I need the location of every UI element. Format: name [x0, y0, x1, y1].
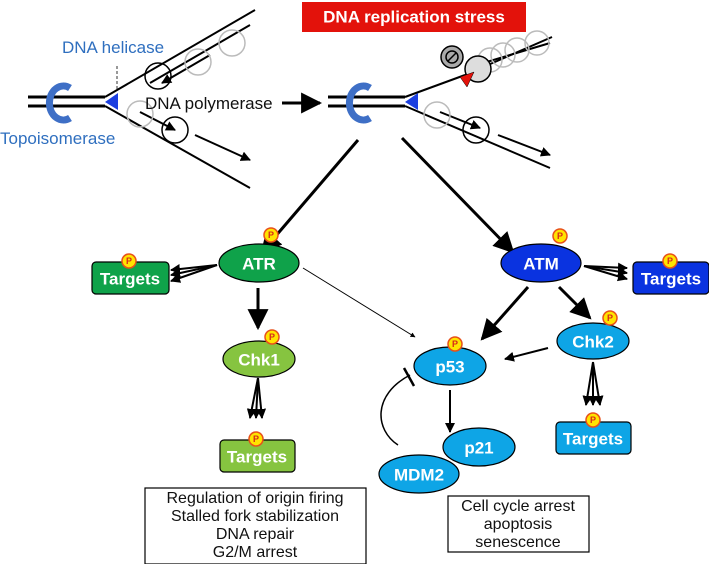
chk2-node: Chk2	[556, 322, 630, 360]
chk2-label: Chk2	[572, 333, 614, 352]
svg-text:P: P	[557, 231, 563, 241]
phospho-icon: P	[552, 228, 568, 244]
svg-text:P: P	[253, 434, 259, 444]
p21-node: p21	[442, 427, 516, 467]
atr-node: ATR	[218, 243, 300, 283]
svg-text:P: P	[452, 339, 458, 349]
topoisomerase-label: Topoisomerase	[0, 129, 115, 148]
phospho-icon: P	[248, 431, 264, 447]
chk2-targets-label: Targets	[563, 430, 623, 449]
atm-node: ATM	[500, 243, 582, 283]
polymerase-icon	[144, 62, 172, 90]
phospho-icon: P	[447, 336, 463, 352]
outcome-item: apoptosis	[484, 516, 553, 533]
mdm2-node: MDM2	[378, 454, 460, 494]
phospho-badges: P P P P P P P P P	[121, 227, 678, 447]
phospho-icon: P	[263, 227, 279, 243]
mdm2-label: MDM2	[394, 466, 444, 485]
atr-outcomes-box: Regulation of origin firing Stalled fork…	[144, 487, 367, 564]
polymerase-label: DNA polymerase	[145, 94, 273, 113]
atm-label: ATM	[523, 255, 559, 274]
p53-outcomes-box: Cell cycle arrest apoptosis senescence	[447, 495, 590, 553]
outcome-item: DNA repair	[216, 526, 295, 543]
p21-label: p21	[464, 439, 493, 458]
phospho-icon: P	[585, 412, 601, 428]
chk1-node: Chk1	[222, 340, 296, 378]
chk1-targets-label: Targets	[227, 448, 287, 467]
chk1-label: Chk1	[238, 351, 280, 370]
svg-text:P: P	[607, 313, 613, 323]
helicase-icon	[405, 93, 418, 110]
outcome-item: Stalled fork stabilization	[171, 508, 339, 525]
p53-label: p53	[435, 358, 464, 377]
outcome-item: Regulation of origin firing	[167, 490, 344, 507]
topoisomerase-icon	[45, 82, 72, 124]
svg-text:P: P	[667, 256, 673, 266]
atr-targets-label: Targets	[100, 270, 160, 289]
svg-text:P: P	[126, 256, 132, 266]
svg-text:P: P	[590, 415, 596, 425]
p53-node: p53	[413, 346, 487, 386]
banner-title: DNA replication stress	[323, 8, 505, 27]
phospho-icon: P	[121, 253, 137, 269]
lesion-icon	[459, 71, 475, 88]
svg-text:P: P	[269, 332, 275, 342]
outcome-item: Cell cycle arrest	[461, 498, 575, 515]
replication-stress-banner: DNA replication stress	[302, 2, 526, 32]
phospho-icon: P	[662, 253, 678, 269]
chk1-targets-node: Targets	[219, 439, 296, 473]
outcome-item: G2/M arrest	[213, 544, 298, 561]
stalled-replication-fork	[328, 30, 553, 169]
topoisomerase-icon	[345, 82, 372, 124]
phospho-icon: P	[602, 310, 618, 326]
atr-label: ATR	[242, 255, 276, 274]
outcome-item: senescence	[475, 534, 560, 551]
chk2-targets-node: Targets	[555, 421, 632, 455]
svg-text:P: P	[268, 230, 274, 240]
normal-replication-fork	[28, 9, 256, 189]
pathway-arrows	[170, 136, 628, 446]
phospho-icon: P	[264, 329, 280, 345]
helicase-label: DNA helicase	[62, 38, 164, 57]
atm-targets-label: Targets	[641, 270, 701, 289]
polymerase-icon	[161, 116, 189, 144]
atr-targets-node: Targets	[91, 261, 170, 295]
helicase-icon	[105, 93, 118, 110]
